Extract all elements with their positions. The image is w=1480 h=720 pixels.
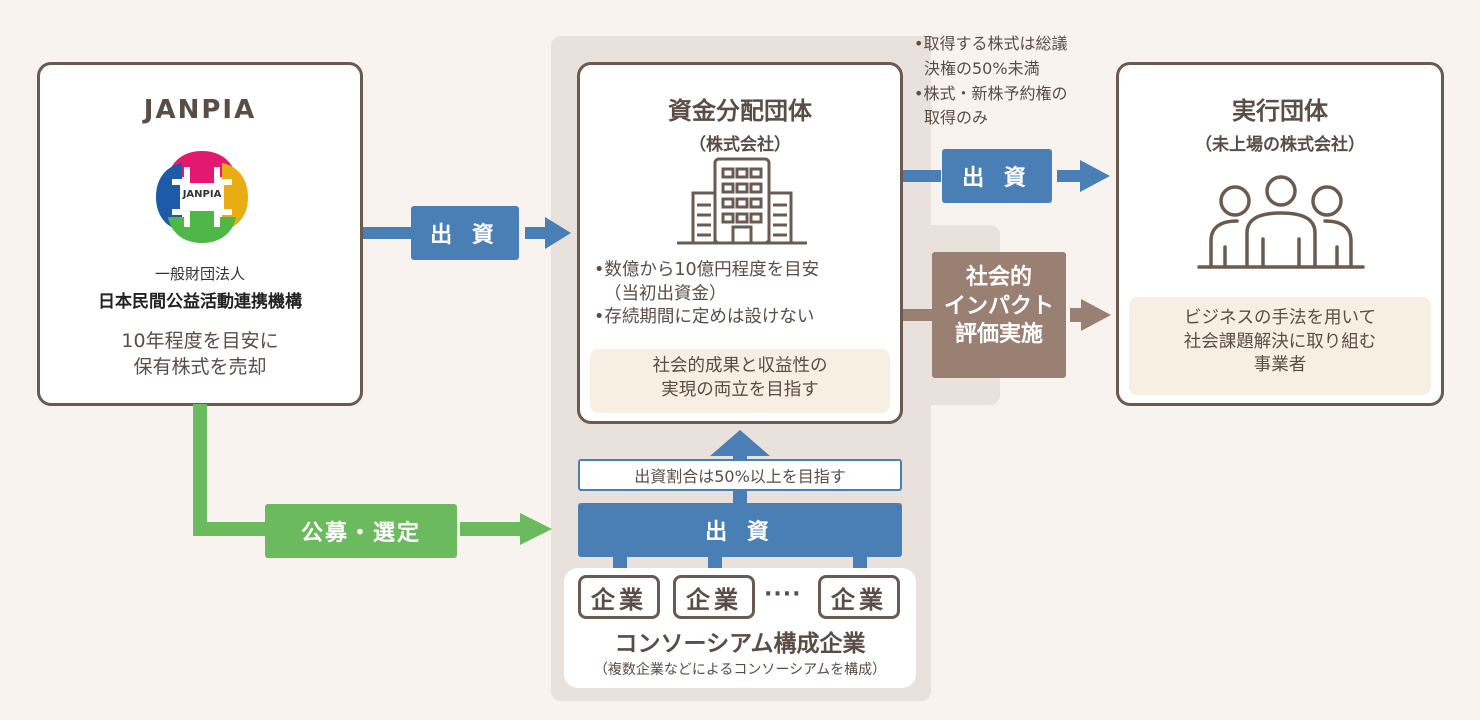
exec-invest-line-right	[1057, 170, 1081, 182]
executor-note-line2: 社会課題解決に取り組む	[1183, 331, 1377, 352]
janpia-logo-icon	[156, 151, 248, 243]
executor-title: 実行団体	[1232, 97, 1328, 125]
people-icon	[1197, 175, 1365, 269]
janpia-org-type: 一般財団法人	[154, 265, 245, 283]
janpia-title: JANPIA	[143, 95, 257, 125]
building-icon	[677, 157, 807, 245]
executor-box: 実行団体 （未上場の株式会社） ビジネスの手法を用いて 社会課題解決に取り組む …	[1116, 62, 1444, 406]
consortium-subtitle: （複数企業などによるコンソーシアムを構成）	[593, 662, 887, 678]
fund-subtitle: （株式会社）	[689, 135, 791, 155]
fund-bullet1-line2: （当初出資金）	[604, 283, 727, 304]
impact-label: 社会的 インパクト 評価実施	[932, 252, 1066, 378]
fund-bullets: •数億から10億円程度を目安 （当初出資金） •存続期間に定めは設けない	[594, 259, 819, 330]
up-line-top	[733, 455, 747, 461]
company-box-1: 企業	[578, 575, 660, 619]
arrow-head-fund	[545, 217, 571, 249]
executor-note-line1: ビジネスの手法を用いて	[1184, 308, 1376, 328]
company-box-3: 企業	[818, 575, 900, 619]
executor-note: ビジネスの手法を用いて 社会課題解決に取り組む 事業者	[1129, 297, 1431, 395]
selection-line-right	[460, 522, 522, 536]
impact-line-left	[903, 309, 933, 321]
impact-line-right	[1070, 308, 1082, 322]
janpia-box: JANPIA JANPIA 一般財団法人 日本民間公益活動連携機構 10年程度を…	[37, 62, 363, 406]
invest-label-exec: 出 資	[942, 149, 1052, 203]
janpia-logo-text: JANPIA	[182, 189, 222, 200]
janpia-note: 10年程度を目安に 保有株式を売却	[40, 329, 360, 380]
impact-label-line3: 評価実施	[954, 322, 1043, 348]
consortium-invest-bar: 出 資	[578, 503, 902, 557]
condition-line4: 取得のみ	[924, 108, 989, 128]
impact-label-line2: インパクト	[943, 293, 1054, 319]
impact-label-line1: 社会的	[965, 265, 1032, 290]
executor-subtitle: （未上場の株式会社）	[1195, 135, 1365, 155]
ratio-note: 出資割合は50%以上を目指す	[578, 459, 902, 491]
executor-note-line3: 事業者	[1253, 355, 1307, 376]
selection-line-vertical	[193, 404, 207, 536]
invest-label-fund: 出 資	[411, 206, 519, 260]
consortium-title: コンソーシアム構成企業	[614, 631, 866, 657]
arrow-head-selection	[520, 513, 552, 545]
arrow-head-exec	[1080, 160, 1110, 192]
condition-line2: 決権の50%未満	[924, 58, 1040, 78]
exec-invest-line-left	[903, 170, 941, 182]
arrow-head-impact	[1081, 299, 1111, 331]
fund-bullet1-line1: •数億から10億円程度を目安	[594, 260, 820, 280]
condition-line3: •株式・新株予約権の	[914, 83, 1068, 103]
selection-label: 公募・選定	[265, 504, 457, 558]
selection-line-horizontal	[193, 522, 267, 536]
fund-note-line2: 実現の両立を目指す	[661, 379, 819, 400]
arrow-head-up	[710, 430, 770, 456]
investment-conditions: •取得する株式は総議 決権の50%未満 •株式・新株予約権の 取得のみ	[914, 32, 1067, 131]
janpia-note-line1: 10年程度を目安に	[121, 330, 279, 352]
company-ellipsis: ····	[764, 582, 802, 607]
fund-note-line1: 社会的成果と収益性の	[652, 356, 828, 376]
fund-title: 資金分配団体	[668, 97, 812, 125]
invest-line-left	[363, 227, 411, 239]
up-line-bottom	[733, 491, 747, 503]
fund-box: 資金分配団体 （株式会社） •数億から10億円程度を目安 （当初出資金） •存続…	[577, 62, 903, 424]
company-box-2: 企業	[673, 575, 755, 619]
condition-line1: •取得する株式は総議	[914, 34, 1068, 53]
janpia-note-line2: 保有株式を売却	[133, 355, 267, 378]
janpia-logo: JANPIA	[150, 145, 254, 249]
invest-line-right	[525, 227, 545, 239]
fund-note: 社会的成果と収益性の 実現の両立を目指す	[590, 349, 890, 413]
fund-bullet2: •存続期間に定めは設けない	[594, 307, 815, 328]
janpia-org-name: 日本民間公益活動連携機構	[98, 292, 302, 312]
